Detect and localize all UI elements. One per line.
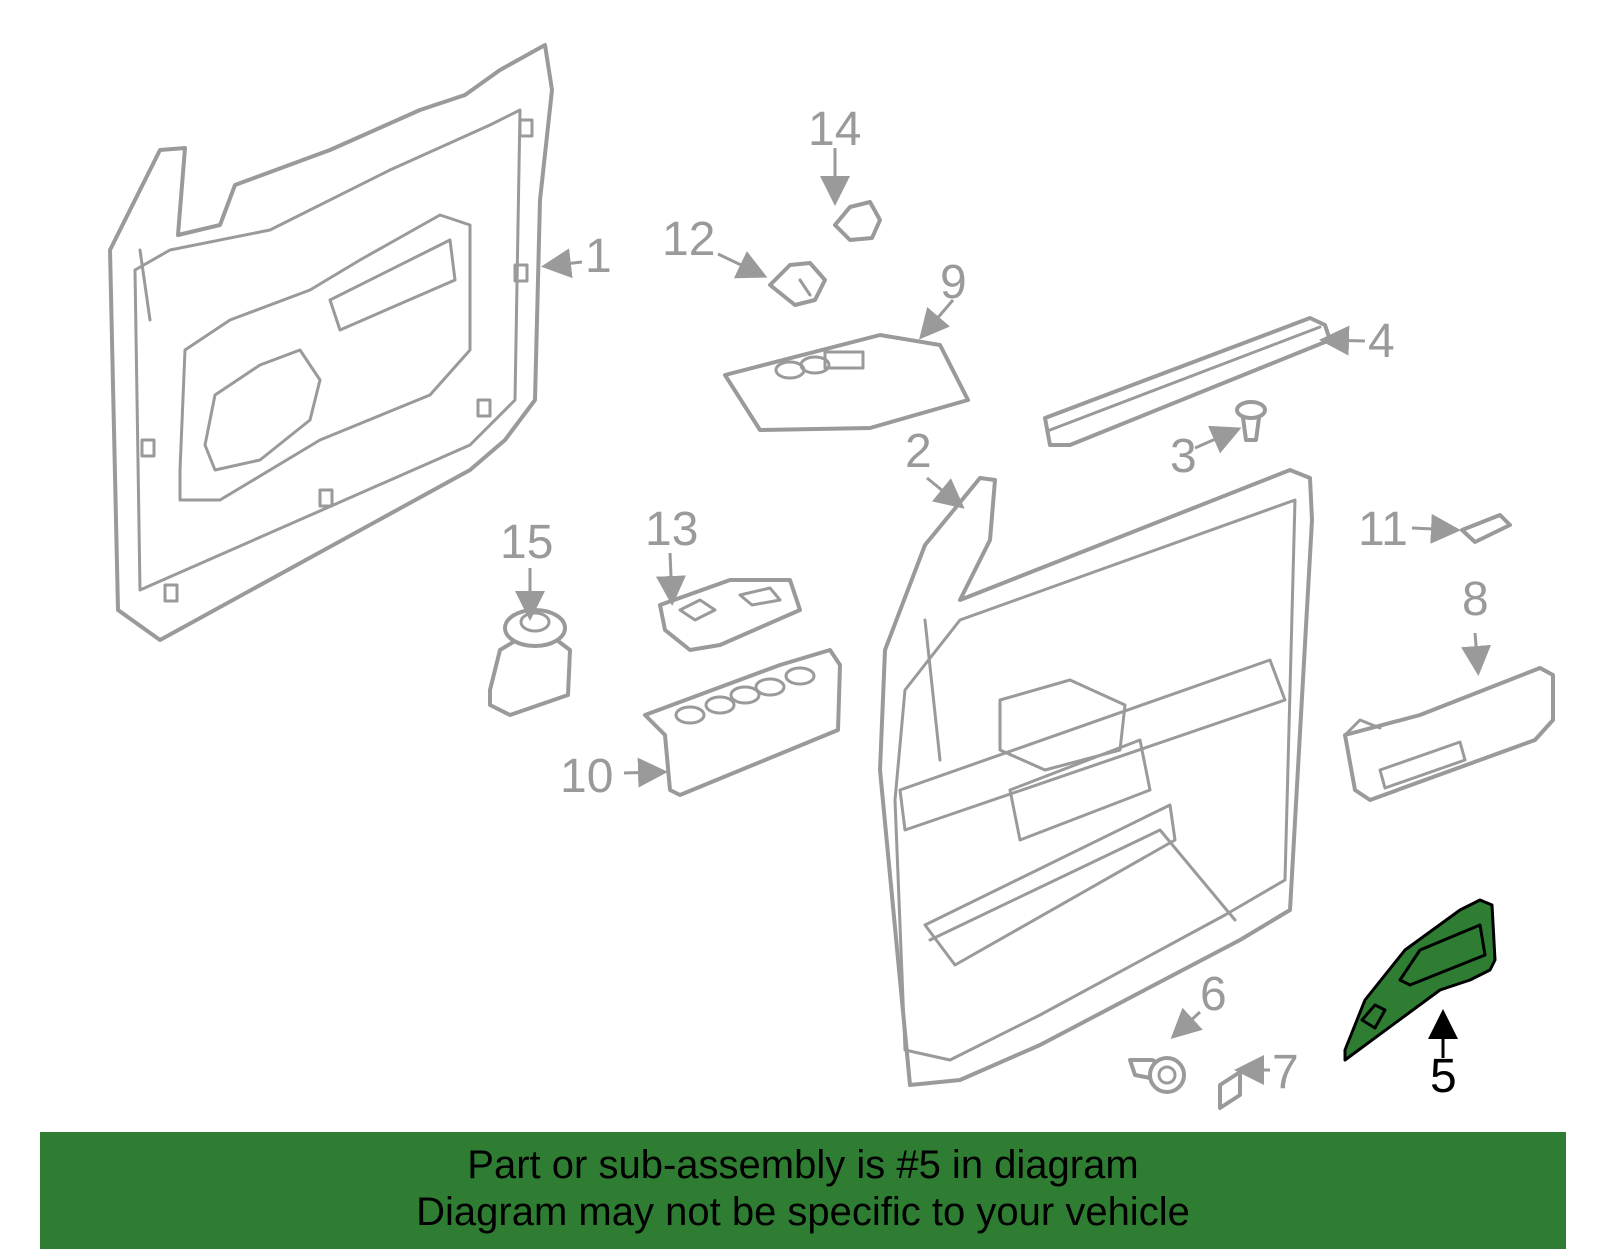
callout-labels: 1 2 3 4 5 6 7 8 9 10 11 12 13 14 15 [500,103,1489,1103]
part-11-bracket [1460,513,1512,544]
part-15-mirror-switch [488,608,572,717]
part-3-clip [1235,400,1267,442]
callout-11: 11 [1358,503,1408,556]
callout-14: 14 [808,103,861,156]
banner-line-1: Part or sub-assembly is #5 in diagram [467,1143,1139,1187]
callout-13: 13 [645,503,698,556]
callout-8: 8 [1462,573,1489,626]
callout-5: 5 [1430,1050,1457,1103]
part-10-switch-plate [643,648,842,797]
part-12-knob [768,261,827,307]
part-8-armrest [1343,666,1555,802]
part-9-switch-bezel [723,333,970,432]
part-13-window-switch [658,578,802,652]
callout-2: 2 [905,425,932,478]
callout-15: 15 [500,516,553,569]
part-14-knob [833,200,882,242]
part-1-door-panel-frame [108,43,554,642]
part-6-push-pin [1128,1056,1186,1094]
leader-lines [515,148,1492,1085]
info-banner: Part or sub-assembly is #5 in diagram Di… [40,1132,1566,1249]
callout-7: 7 [1272,1046,1299,1099]
callout-3: 3 [1170,430,1197,483]
callout-10: 10 [560,750,613,803]
callout-6: 6 [1200,968,1227,1021]
banner-line-2: Diagram may not be specific to your vehi… [416,1190,1190,1234]
part-2-door-trim-panel [878,468,1314,1087]
part-7-pad [1218,1070,1242,1110]
part-4-trim-strip [1043,316,1332,447]
callout-1: 1 [585,230,612,283]
callout-9: 9 [940,256,967,309]
part-5-pull-handle-bezel [1343,898,1497,1062]
callout-12: 12 [662,213,715,266]
callout-4: 4 [1368,315,1395,368]
